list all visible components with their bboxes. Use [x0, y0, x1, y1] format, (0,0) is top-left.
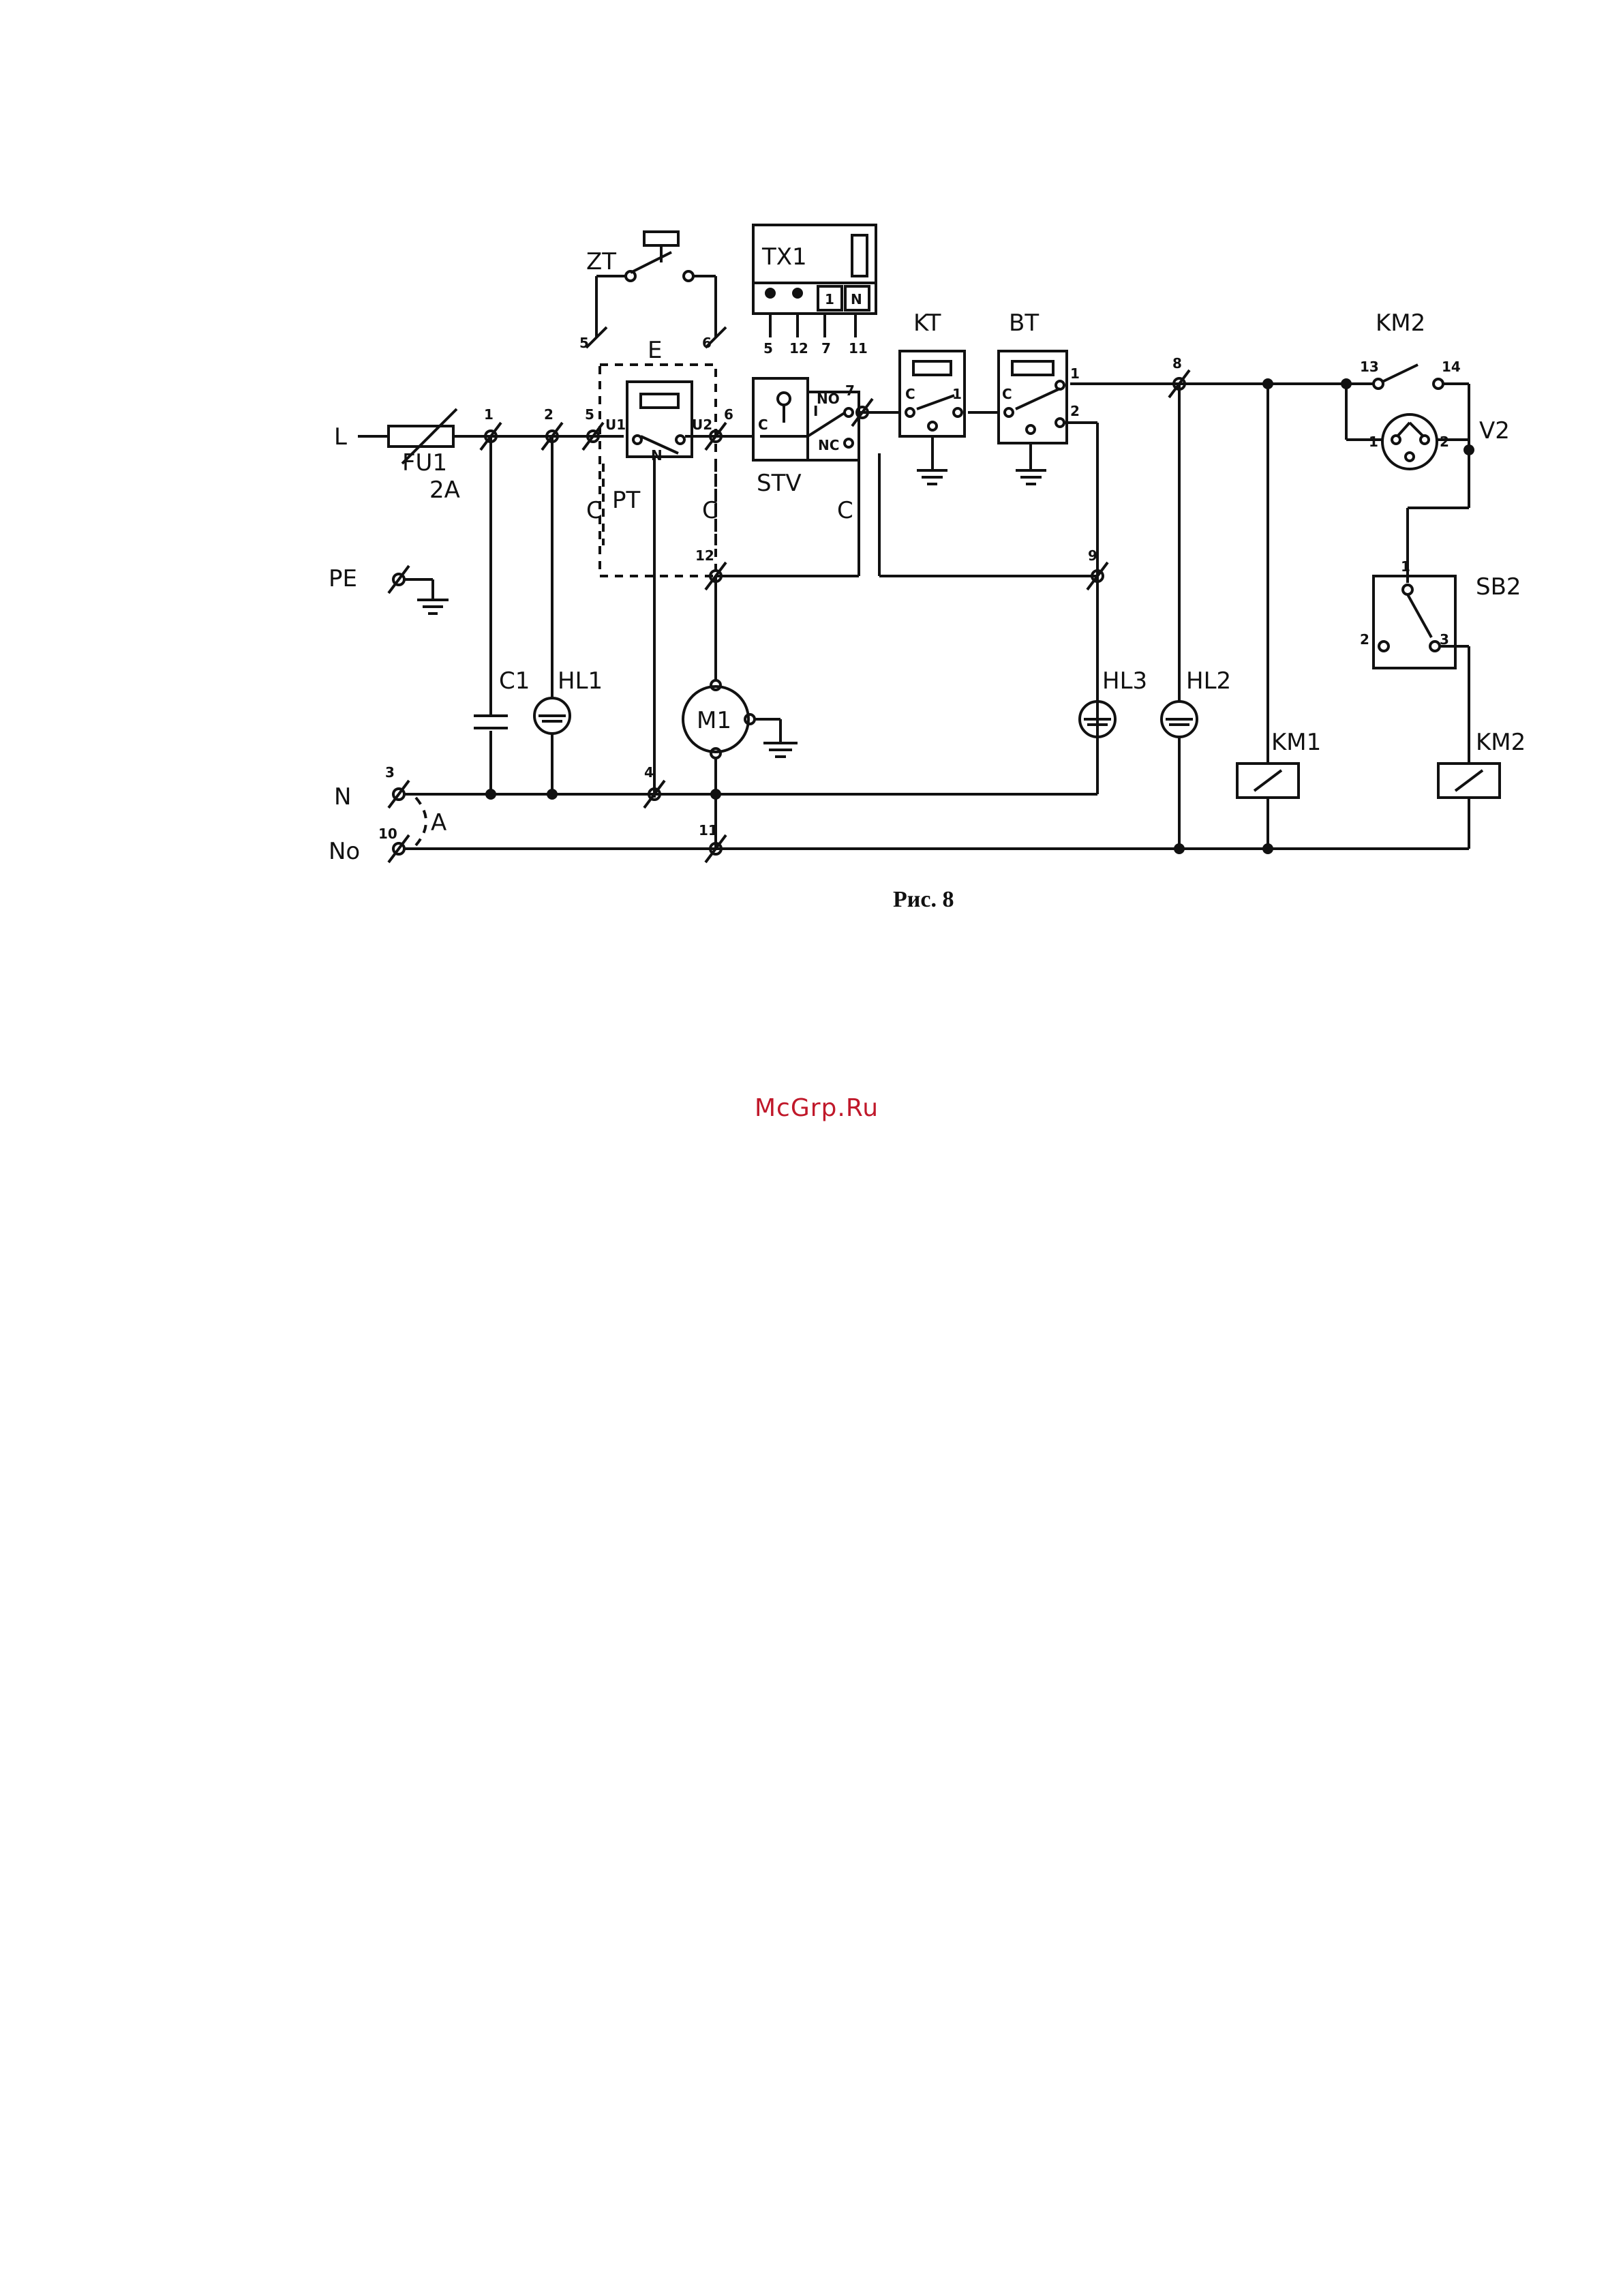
- jumper-a-label: A: [431, 809, 446, 836]
- m1-label: M1: [697, 707, 731, 734]
- fu1-label: FU1: [402, 449, 447, 477]
- v2-terminal-2-label: 2: [1440, 434, 1449, 450]
- line-no-label: No: [329, 838, 360, 865]
- zt-terminal-6-label: 6: [702, 335, 712, 351]
- kt-1-label: 1: [952, 386, 962, 402]
- stv-no-label: NO: [817, 391, 840, 407]
- c-stv-label: C: [837, 497, 853, 524]
- bt-c-label: C: [1002, 386, 1012, 402]
- e-label: E: [648, 337, 662, 364]
- capacitor-c1: [474, 716, 508, 728]
- c-mid-label: C: [702, 497, 718, 524]
- km2-coil-label: KM2: [1476, 729, 1526, 756]
- tx1-box-n-label: N: [851, 291, 862, 307]
- fu1-rating: 2A: [429, 477, 460, 504]
- zt-label: ZT: [586, 248, 616, 275]
- km2-contact-label: KM2: [1376, 309, 1425, 337]
- kt-c-label: C: [905, 386, 915, 402]
- pressure-switch-pt: [627, 382, 692, 457]
- stv-label: STV: [757, 470, 802, 497]
- lamp-hl2: [1162, 701, 1197, 737]
- terminal-1-label: 1: [484, 406, 494, 423]
- km1-label: KM1: [1271, 729, 1321, 756]
- terminal-8-label: 8: [1172, 355, 1182, 372]
- zt-terminal-5-label: 5: [579, 335, 589, 351]
- tx1-box-1-label: 1: [825, 291, 834, 307]
- timer-tx1: [753, 225, 876, 337]
- coil-km2: [1438, 764, 1500, 798]
- contact-km2: [1341, 365, 1469, 508]
- stv-nc-label: NC: [818, 437, 839, 453]
- c1-label: C1: [499, 667, 530, 695]
- tx1-terminal-5-label: 5: [763, 340, 773, 357]
- switch-stv: [753, 378, 859, 460]
- sb2-terminal-2-label: 2: [1360, 631, 1369, 648]
- line-l-label: L: [334, 423, 347, 451]
- thermostat-bt: [999, 351, 1067, 484]
- thermostat-kt: [900, 351, 965, 484]
- bt-2-label: 2: [1070, 403, 1080, 419]
- tx1-terminal-11-label: 11: [849, 340, 868, 357]
- line-pe-label: PE: [329, 565, 357, 592]
- terminal-11-label: 11: [699, 822, 718, 839]
- coil-km1: [1237, 764, 1299, 798]
- figure-caption: Рис. 8: [893, 887, 954, 912]
- tx1-label: TX1: [761, 243, 807, 271]
- tx1-terminal-7-label: 7: [821, 340, 831, 357]
- terminal-9-label: 9: [1088, 547, 1097, 564]
- sb2-label: SB2: [1476, 573, 1521, 601]
- terminal-7-label: 7: [845, 382, 855, 399]
- switch-sb2: [1374, 576, 1455, 668]
- lamp-hl1: [534, 698, 570, 734]
- tx1-terminal-12-label: 12: [789, 340, 808, 357]
- sb2-terminal-1-label: 1: [1401, 558, 1410, 575]
- watermark: McGrp.Ru: [748, 1094, 885, 1122]
- c-left-label: C: [586, 497, 603, 524]
- hl2-label: HL2: [1186, 667, 1231, 695]
- pe-terminal: [389, 566, 449, 614]
- terminal-2-label: 2: [544, 406, 553, 423]
- kt-label: KT: [913, 309, 941, 337]
- pt-label: PT: [612, 487, 641, 514]
- pt-u1-label: U1: [605, 417, 626, 433]
- bt-1-label: 1: [1070, 365, 1080, 382]
- pt-u2-label: U2: [692, 417, 712, 433]
- terminal-10-label: 10: [378, 826, 397, 842]
- km2-terminal-13-label: 13: [1360, 359, 1379, 375]
- v2-label: V2: [1479, 417, 1510, 444]
- bt-label: BT: [1009, 309, 1039, 337]
- pt-n-label: N: [651, 447, 663, 464]
- heater-box-e: [600, 365, 716, 576]
- stv-c-label: C: [758, 417, 768, 433]
- valve-v2: [1382, 414, 1437, 469]
- terminal-6-label: 6: [724, 406, 733, 423]
- terminal-12-label: 12: [695, 547, 714, 564]
- hl1-label: HL1: [558, 667, 603, 695]
- terminal-5-label: 5: [585, 406, 594, 423]
- hl3-label: HL3: [1102, 667, 1147, 695]
- km2-terminal-14-label: 14: [1442, 359, 1461, 375]
- v2-terminal-1-label: 1: [1369, 434, 1378, 450]
- terminal-3-label: 3: [385, 764, 395, 781]
- jumper-a: [416, 798, 426, 845]
- terminal-4-label: 4: [644, 764, 654, 781]
- line-n-label: N: [334, 783, 351, 811]
